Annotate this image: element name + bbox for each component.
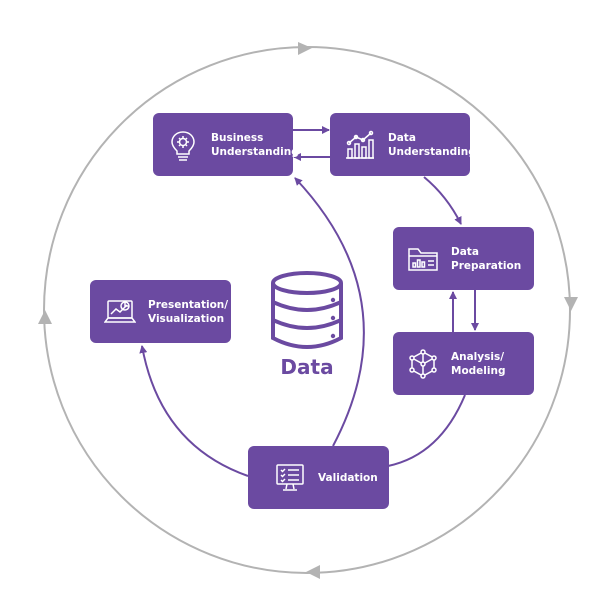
ring-arrow-top [298,42,312,55]
arrow-analysis-to-validation [387,394,466,467]
arrow-validation-to-business [294,177,365,447]
ring-arrow-left [38,310,52,324]
node-data-understanding[interactable]: Data Understanding [330,113,476,176]
ring-arrow-bottom [306,565,320,579]
folder-chart-icon [405,241,441,277]
monitor-checklist-icon [272,460,308,496]
laptop-chart-icon [102,294,138,330]
node-validation[interactable]: Validation [248,446,389,509]
bar-chart-trend-icon [342,127,378,163]
arrow-understanding-to-preparation [423,176,462,225]
data-preparation-label: Data Preparation [451,245,522,272]
analysis-modeling-label: Analysis/ Modeling [451,350,506,377]
database-icon [271,271,343,349]
presentation-visualization-label: Presentation/ Visualization [148,298,229,325]
node-presentation-visualization[interactable]: Presentation/ Visualization [90,280,231,343]
node-analysis-modeling[interactable]: Analysis/ Modeling [393,332,534,395]
ring-arrow-right [564,297,578,311]
data-understanding-label: Data Understanding [388,131,476,158]
node-business-understanding[interactable]: Business Understanding [153,113,299,176]
center-data-label: Data [280,355,334,379]
database-indicator-dots [330,297,336,339]
lightbulb-gear-icon [165,127,201,163]
network-cube-icon [405,346,441,382]
node-data-preparation[interactable]: Data Preparation [393,227,534,290]
validation-label: Validation [318,471,378,484]
arrow-validation-to-presentation [139,345,249,477]
business-understanding-label: Business Understanding [211,131,299,158]
